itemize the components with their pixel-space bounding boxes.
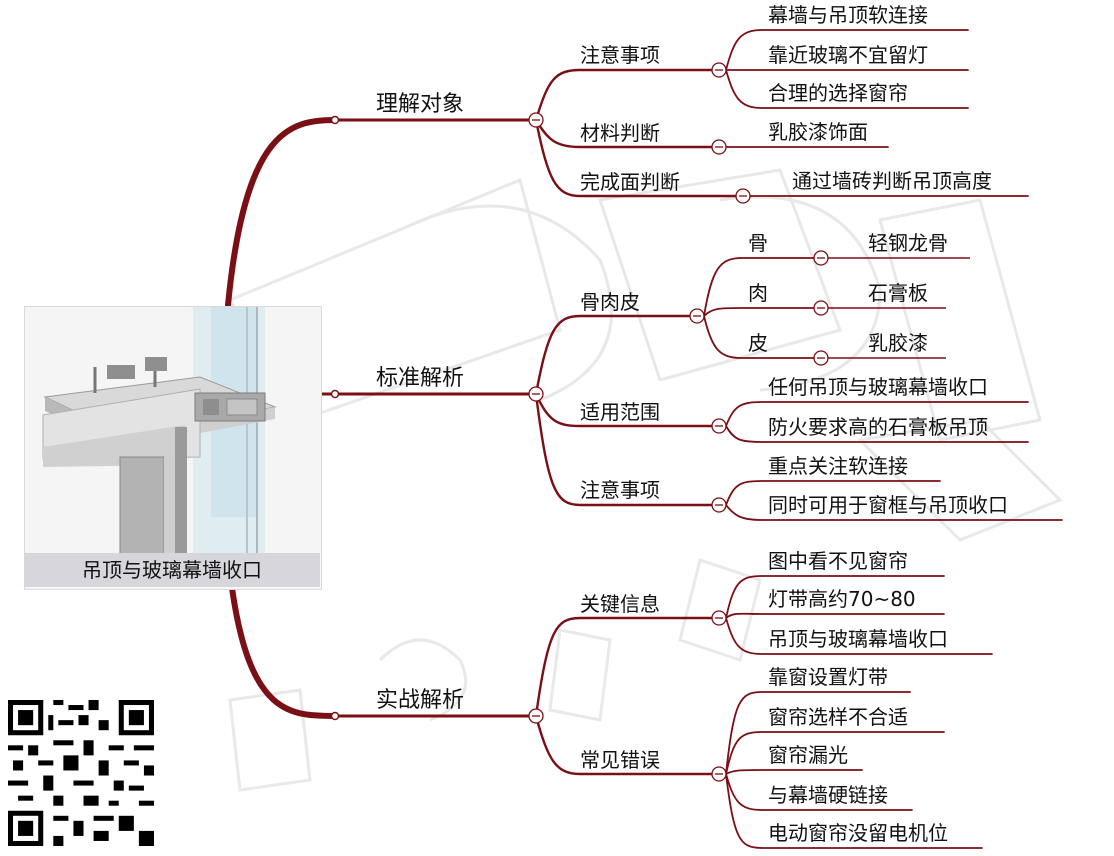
leaf-label[interactable]: 轻钢龙骨: [868, 231, 948, 255]
collapse-minus-icon[interactable]: [528, 112, 544, 128]
subtopic-label[interactable]: 骨肉皮: [580, 290, 640, 314]
subtopic-label[interactable]: 材料判断: [580, 121, 660, 145]
leaf-label[interactable]: 重点关注软连接: [768, 454, 908, 478]
collapse-minus-icon[interactable]: [689, 308, 705, 324]
collapse-minus-icon[interactable]: [711, 610, 727, 626]
l3-connectors: [703, 29, 1063, 849]
leaf-label[interactable]: 幕墙与吊顶软连接: [768, 3, 928, 27]
leaf-label[interactable]: 石膏板: [868, 281, 928, 305]
collapse-minus-icon[interactable]: [711, 62, 727, 78]
l1-nodes: [330, 115, 340, 721]
leaf-label[interactable]: 灯带高约70~80: [768, 587, 916, 611]
leaf-label[interactable]: 乳胶漆: [868, 331, 928, 355]
collapse-minus-icon[interactable]: [528, 708, 544, 724]
subtopic-label[interactable]: 关键信息: [580, 592, 660, 616]
collapse-minus-icon[interactable]: [735, 188, 751, 204]
leaf-label[interactable]: 乳胶漆饰面: [768, 120, 868, 144]
leaf-label[interactable]: 靠近玻璃不宜留灯: [768, 43, 928, 67]
leaf-label[interactable]: 图中看不见窗帘: [768, 549, 908, 573]
subtopic-label[interactable]: 完成面判断: [580, 170, 680, 194]
leaf-label[interactable]: 肉: [748, 281, 768, 305]
collapse-minus-icon[interactable]: [528, 386, 544, 402]
branch-label[interactable]: 理解对象: [376, 92, 465, 117]
subtopic-label[interactable]: 适用范围: [580, 400, 660, 424]
ceiling-curtain-wall-illustration: [25, 307, 321, 556]
collapse-minus-icon[interactable]: [813, 250, 829, 266]
leaf-label[interactable]: 窗帘漏光: [768, 743, 848, 767]
l4-connectors: [828, 257, 970, 359]
subtopic-label[interactable]: 注意事项: [580, 43, 660, 67]
collapse-minus-icon[interactable]: [813, 350, 829, 366]
collapse-minus-icon[interactable]: [711, 497, 727, 513]
branch-label[interactable]: 标准解析: [376, 366, 465, 391]
leaf-label[interactable]: 靠窗设置灯带: [768, 665, 888, 689]
collapse-minus-icon[interactable]: [711, 139, 727, 155]
leaf-label[interactable]: 吊顶与玻璃幕墙收口: [768, 627, 948, 651]
leaf-label[interactable]: 合理的选择窗帘: [768, 81, 908, 105]
root-node-card[interactable]: [24, 306, 322, 590]
l2-connectors: [534, 68, 738, 776]
leaf-label[interactable]: 电动窗帘没留电机位: [768, 821, 948, 845]
qr-code-icon: [8, 700, 154, 846]
leaf-label[interactable]: 皮: [748, 331, 768, 355]
collapse-minus-icon[interactable]: [813, 300, 829, 316]
branch-label[interactable]: 实战解析: [376, 688, 465, 713]
subtopic-label[interactable]: 注意事项: [580, 478, 660, 502]
collapse-minus-icon[interactable]: [711, 418, 727, 434]
collapse-toggles: [528, 62, 829, 782]
leaf-label[interactable]: 骨: [748, 231, 768, 255]
main-branches: [225, 117, 530, 719]
leaf-label[interactable]: 同时可用于窗框与吊顶收口: [768, 493, 1008, 517]
leaf-label[interactable]: 防火要求高的石膏板吊顶: [768, 415, 988, 439]
subtopic-label[interactable]: 常见错误: [580, 748, 660, 772]
collapse-minus-icon[interactable]: [711, 766, 727, 782]
leaf-label[interactable]: 任何吊顶与玻璃幕墙收口: [768, 375, 988, 399]
leaf-label[interactable]: 窗帘选样不合适: [768, 705, 908, 729]
leaf-label[interactable]: 与幕墙硬链接: [768, 783, 888, 807]
root-node-label: 吊顶与玻璃幕墙收口: [24, 553, 320, 587]
leaf-label[interactable]: 通过墙砖判断吊顶高度: [792, 169, 992, 193]
